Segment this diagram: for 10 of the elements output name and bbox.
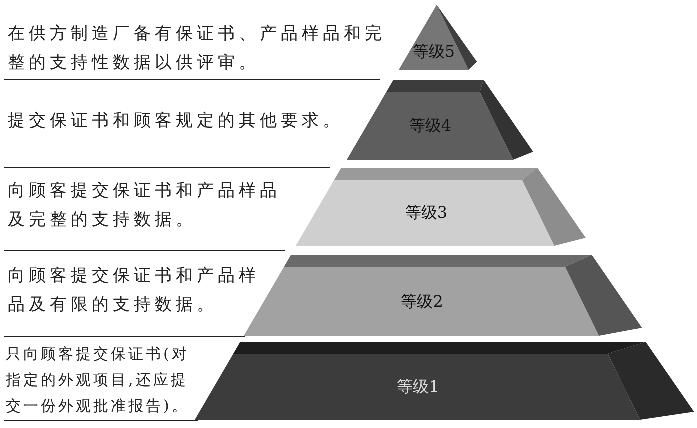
tier-label: 等级3	[405, 203, 448, 224]
tier-description: 向顾客提交保证书和产品样品及有限的支持数据。	[8, 265, 261, 317]
tier-label: 等级4	[409, 116, 452, 137]
tier-label: 等级1	[397, 377, 440, 398]
tier-description: 提交保证书和顾客规定的其他要求。	[8, 110, 345, 133]
tier-label: 等级2	[401, 292, 444, 312]
tier-description: 向顾客提交保证书和产品样品及完整的支持数据。	[8, 180, 282, 232]
tier-description: 在供方制造厂备有保证书、产品样品和完整的支持性数据以供评审。	[8, 23, 387, 75]
tier-label: 等级5	[412, 42, 455, 63]
tier-description: 只向顾客提交保证书(对指定的外观项目,还应提交一份外观批准报告)。	[6, 344, 190, 417]
